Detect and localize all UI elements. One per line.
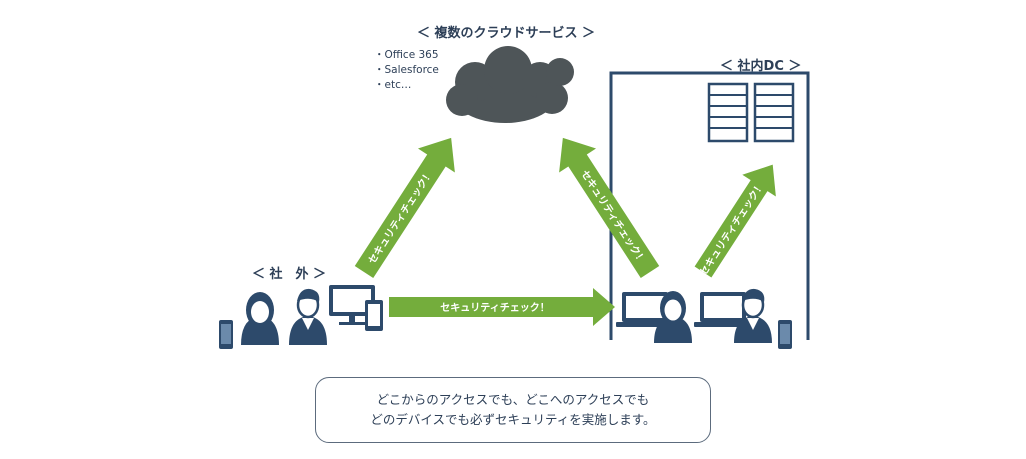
message-line-2: どのデバイスでも必ずセキュリティを実施します。: [370, 412, 656, 427]
service-item: ・Office 365: [374, 49, 439, 61]
server-rack-icon: [707, 82, 795, 143]
cloud-services-title: ＜ 複数のクラウドサービス ＞: [417, 26, 596, 41]
arrow-dc-to-server: セキュリティチェック！: [694, 164, 776, 278]
man-user-icon: [734, 288, 772, 343]
arrow-label: セキュリティチェック！: [578, 168, 648, 266]
woman-user-icon: [654, 291, 692, 343]
message-line-1: どこからのアクセスでも、どこへのアクセスでも: [376, 392, 650, 407]
service-item: ・Salesforce: [374, 64, 439, 76]
laptop-icon: [694, 292, 752, 327]
smartphone-icon: [778, 320, 792, 349]
service-item: ・etc…: [374, 79, 412, 91]
arrow-label: セキュリティチェック！: [366, 168, 436, 266]
cloud-icon: [446, 46, 574, 123]
outside-title: ＜ 社 外 ＞: [252, 267, 327, 282]
man-user-icon: [289, 288, 327, 345]
tablet-icon: [365, 300, 383, 331]
arrow-label: セキュリティチェック！: [440, 302, 549, 314]
arrow-outside-to-cloud: セキュリティチェック！: [354, 137, 455, 278]
smartphone-icon: [219, 320, 233, 349]
desktop-monitor-icon: [329, 285, 375, 325]
woman-user-icon: [241, 292, 279, 345]
arrow-outside-to-dc: セキュリティチェック！: [389, 288, 615, 326]
cloud-service-list: ・Office 365 ・Salesforce ・etc…: [374, 48, 439, 93]
arrow-label: セキュリティチェック！: [697, 180, 767, 278]
message-box: どこからのアクセスでも、どこへのアクセスでも どのデバイスでも必ずセキュリティを…: [315, 377, 711, 443]
arrow-dc-to-cloud: セキュリティチェック！: [559, 137, 660, 278]
datacenter-title: ＜ 社内DC ＞: [720, 59, 802, 74]
